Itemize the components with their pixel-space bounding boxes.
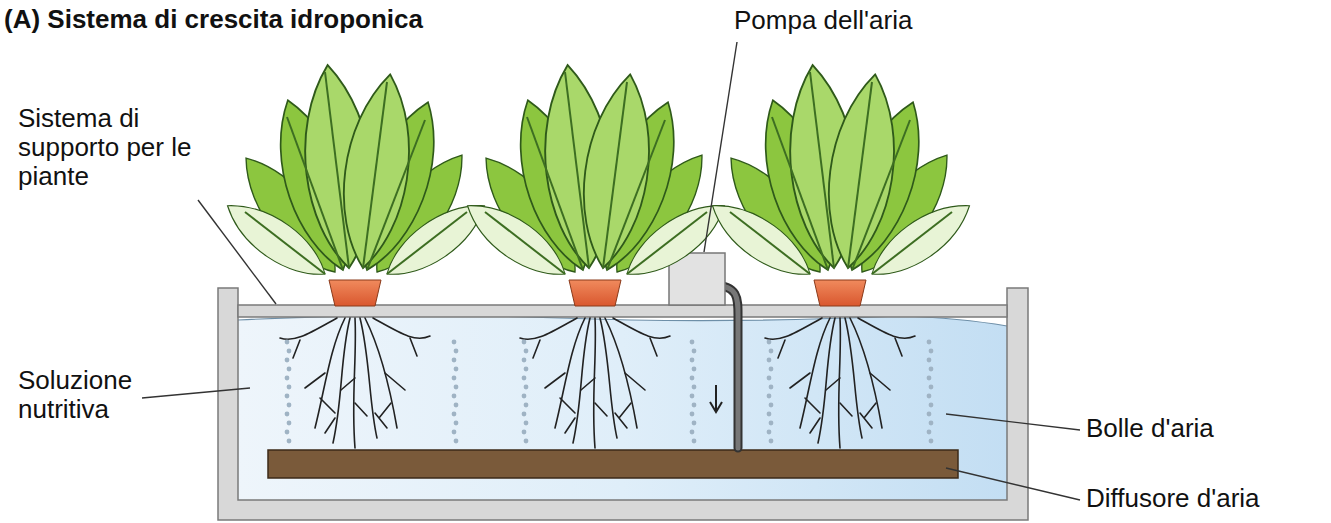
figure-title: (A) Sistema di crescita idroponica: [4, 4, 423, 35]
part-label: Diffusore d'aria: [1086, 484, 1260, 513]
part-label: Soluzione nutritiva: [18, 366, 178, 424]
part-label: Bolle d'aria: [1086, 414, 1214, 443]
part-label: Pompa dell'aria: [734, 6, 912, 35]
part-label: Sistema di supporto per le piante: [18, 104, 193, 191]
